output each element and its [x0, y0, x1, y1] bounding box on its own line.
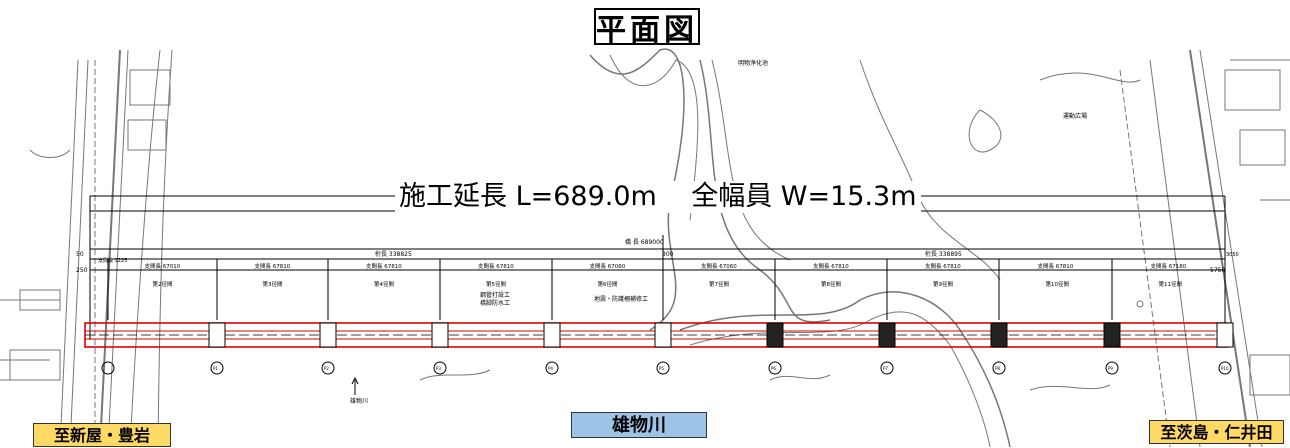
- note-earthquake: 地震・防護柵補修工: [594, 295, 648, 303]
- pier-label: P3: [436, 366, 441, 371]
- dimension-lines: [89, 195, 1226, 340]
- span-name-label: 第2径間: [153, 280, 173, 288]
- page-title: 平面図: [594, 8, 700, 48]
- span-name-label: 第5径間: [486, 280, 506, 288]
- pier-body: [1216, 322, 1234, 348]
- pier-circle: [210, 361, 224, 375]
- span-length-label: 支間長 67810: [255, 262, 291, 270]
- span-length-label: 支間長 67060: [701, 262, 737, 270]
- span-name-label: 第7径間: [709, 280, 729, 288]
- span-name-label: 第8径間: [821, 280, 841, 288]
- girder-right-label: 桁長 338895: [925, 250, 962, 258]
- note-pile: 鋼管打設工: [480, 291, 510, 299]
- span-name-label: 第4径間: [374, 280, 394, 288]
- girder-left-label: 桁長 338825: [375, 250, 412, 258]
- pier-circle: [768, 361, 782, 375]
- construction-summary: 施工延長 L=689.0m 全幅員 W=15.3m: [395, 181, 921, 213]
- river-small-label: 雄物川: [350, 397, 368, 405]
- span-ticks: [107, 259, 1226, 320]
- pier-circle: [545, 361, 559, 375]
- pier-body: [1103, 322, 1121, 348]
- bridge-length-label: 橋 長 689000: [625, 238, 664, 246]
- top-label: 明物浄化池: [738, 59, 768, 67]
- span-length-label: 支間長 67810: [478, 262, 514, 270]
- direction-right-tag: 至茨島・仁井田: [1149, 420, 1284, 444]
- pier-label: P10: [1221, 366, 1229, 371]
- span-length-label: 支間長 67180: [1151, 262, 1187, 270]
- pier-markers: P1 P2 P3 P4 P5 P6 P7 P8 P9 P10: [101, 322, 1234, 375]
- span-length-label: 支間長 67810: [925, 262, 961, 270]
- pier-circle: [1218, 361, 1232, 375]
- span-length-label: 支間長 67810: [813, 262, 849, 270]
- pier-label: P1: [213, 366, 218, 371]
- span-length-label: 支間長 67810: [1038, 262, 1074, 270]
- span-name-label: 第6径間: [598, 280, 618, 288]
- pier-circle: [880, 361, 894, 375]
- center-gap-label: 300: [662, 251, 674, 258]
- pier-label: P2: [324, 366, 329, 371]
- pier-circle: [433, 361, 447, 375]
- pier-circle: [656, 361, 670, 375]
- pier-label: P4: [548, 366, 553, 371]
- row-b-label: 250: [76, 267, 88, 274]
- river-arrow-head: [351, 376, 359, 385]
- pier-label: P5: [659, 366, 664, 371]
- abutment-marker: [101, 361, 115, 375]
- map-background: [0, 48, 1290, 447]
- pier-label: P6: [771, 366, 776, 371]
- right-small-label: 5750: [1210, 267, 1225, 274]
- direction-left-tag: 至新屋・豊岩: [33, 423, 171, 447]
- pier-body: [990, 322, 1008, 348]
- pier-circle: [992, 361, 1006, 375]
- pier-body: [766, 322, 784, 348]
- span-length-label: 支間長 67810: [366, 262, 402, 270]
- pier-body: [543, 322, 561, 348]
- span-name-label: 第11径間: [1159, 280, 1183, 288]
- pier-circle: [1105, 361, 1119, 375]
- span-length-label: 支間長 67010: [145, 262, 181, 270]
- span-name-label: 第9径間: [933, 280, 953, 288]
- pier-label: P9: [1108, 366, 1113, 371]
- pier-body: [878, 322, 896, 348]
- row-a-label: 50: [76, 251, 84, 258]
- span-name-label: 第3径間: [263, 280, 283, 288]
- pier-body: [431, 322, 449, 348]
- left-small-label: 支間長 1225: [98, 257, 127, 264]
- construction-length: 施工延長 L=689.0m: [399, 181, 657, 212]
- pier-body: [208, 322, 226, 348]
- park-label: 運動広場: [1063, 112, 1087, 120]
- full-width: 全幅員 W=15.3m: [691, 181, 917, 212]
- span-name-label: 第10径間: [1046, 280, 1070, 288]
- note-pile2: 橋脚防水工: [480, 299, 510, 307]
- pier-body: [319, 322, 337, 348]
- river-name-tag: 雄物川: [571, 412, 707, 438]
- span-length-label: 支間長 67060: [590, 262, 626, 270]
- pier-circle: [321, 361, 335, 375]
- pier-body: [654, 322, 672, 348]
- pier-label: P7: [883, 366, 888, 371]
- pier-label: P8: [995, 366, 1000, 371]
- right-top-label: 3050: [1226, 252, 1239, 258]
